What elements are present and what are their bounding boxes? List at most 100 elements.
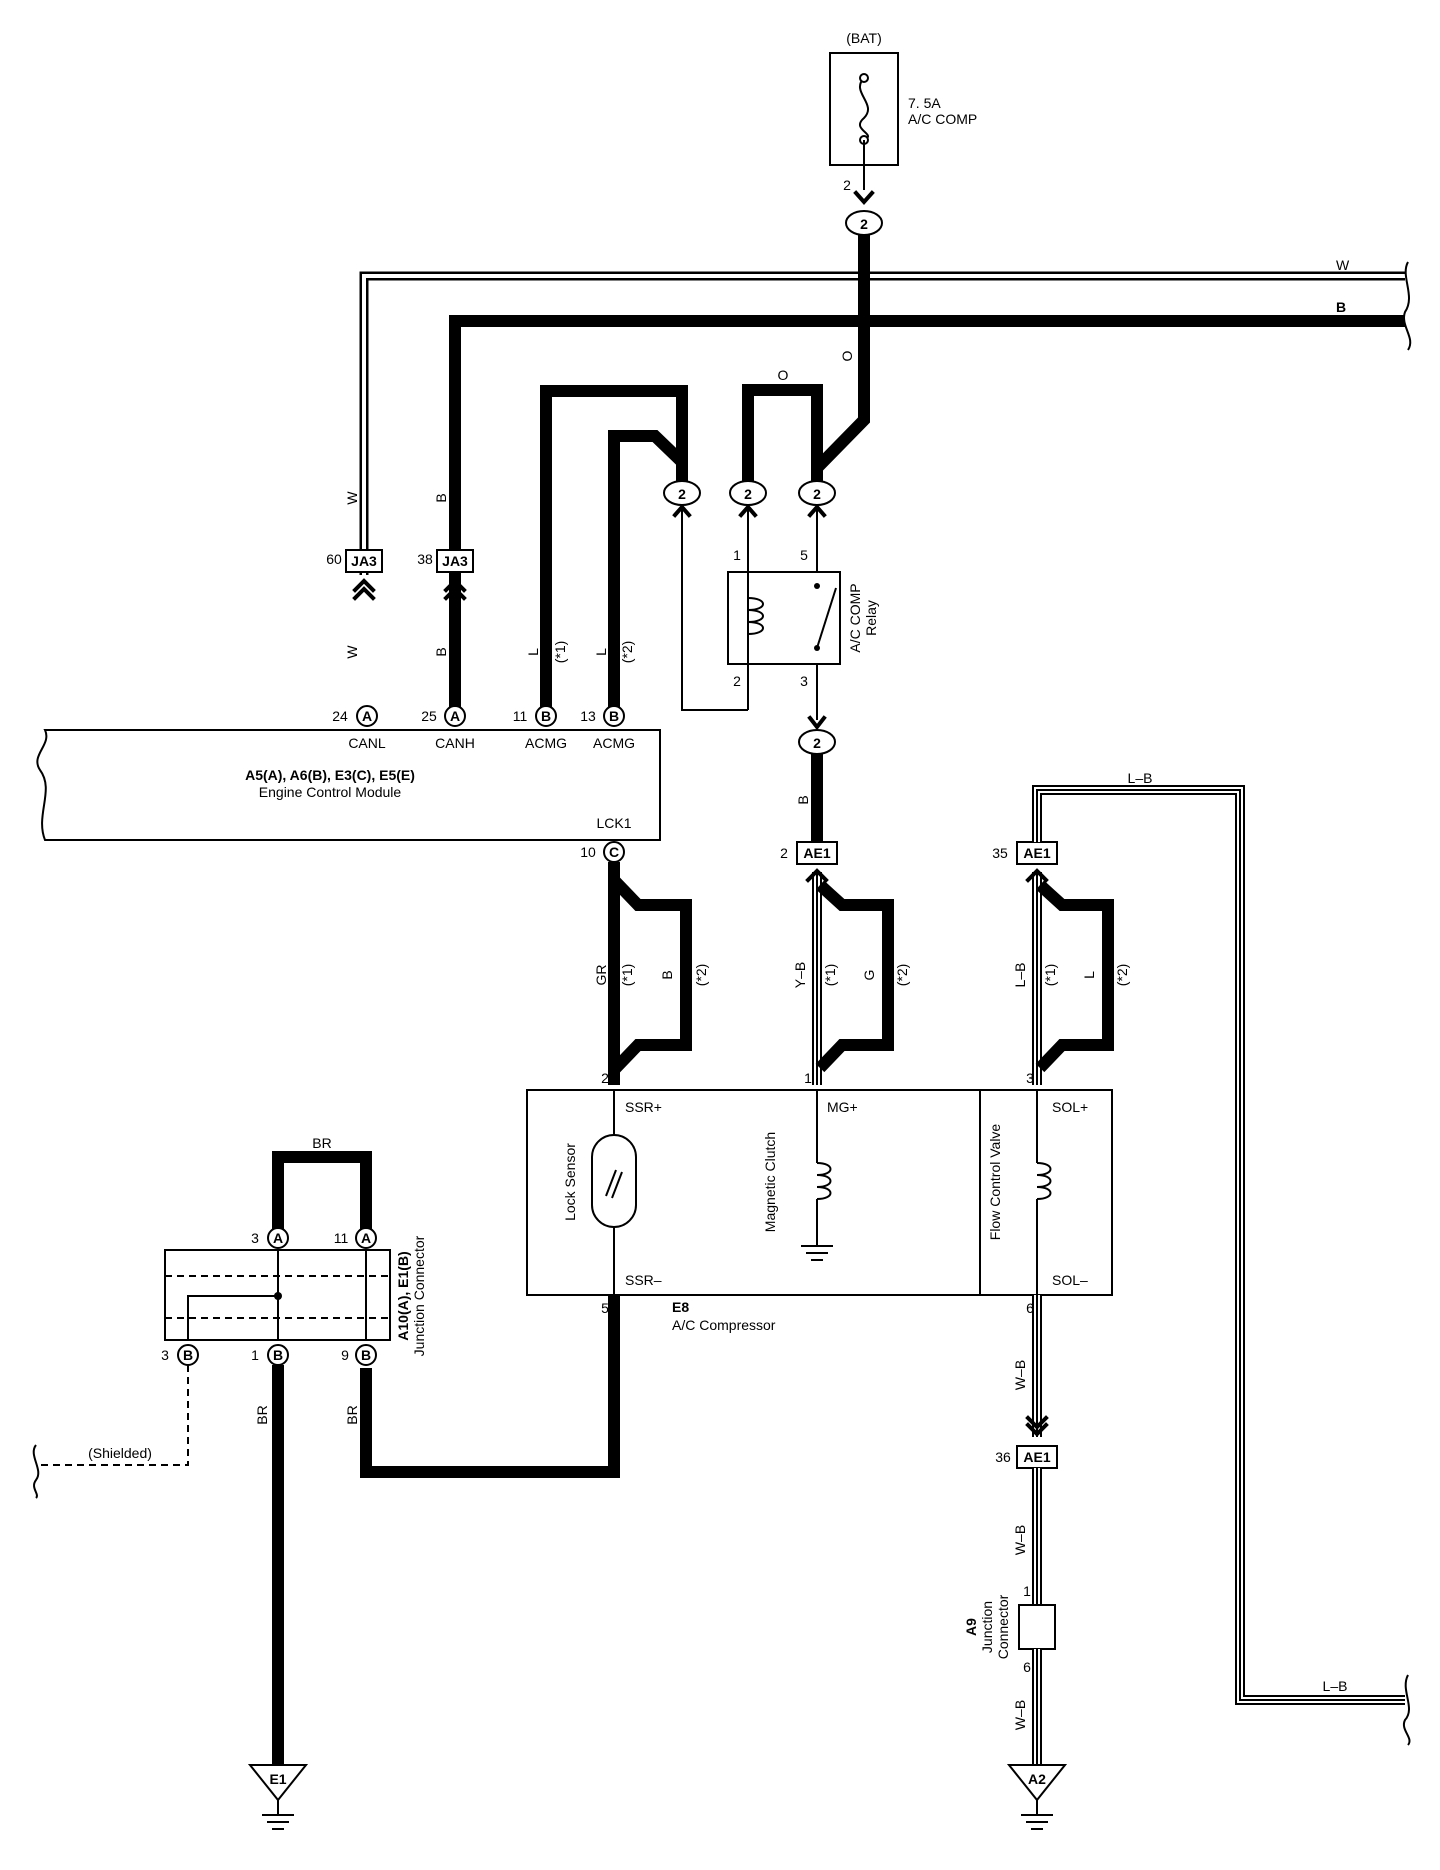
svg-text:AE1: AE1	[1023, 845, 1050, 861]
lb-wire-label-vertical: L–B	[1012, 963, 1028, 988]
page-break-icon-left	[32, 1444, 40, 1499]
up-arrow-icon	[805, 868, 829, 883]
ae1-connector-sol: 35 AE1	[992, 841, 1058, 865]
svg-text:36: 36	[995, 1449, 1011, 1465]
flow-valve-wires: L–B L–B L–B (*1) L (*2)	[1012, 770, 1411, 1746]
ground-icon	[1021, 1800, 1053, 1830]
page-break-icon-top	[1403, 261, 1412, 351]
a10-id: A10(A), E1(B)	[395, 1251, 411, 1340]
ecm-box	[36, 729, 661, 841]
lock-sensor-wires: GR (*1) B (*2)	[593, 862, 709, 1085]
ground-icon	[801, 1245, 833, 1261]
lock-sensor-label: Lock Sensor	[562, 1143, 578, 1221]
svg-text:CANL: CANL	[348, 735, 386, 751]
wb-wire-label-2: W–B	[1012, 1525, 1028, 1555]
svg-text:B: B	[183, 1347, 193, 1363]
down-arrow-icon	[807, 715, 827, 731]
w-wire-label: W	[1336, 257, 1350, 273]
a2-ground-label: A2	[1028, 1771, 1046, 1787]
br-wire-label-ssr: BR	[344, 1405, 360, 1424]
ac-comp-relay: 1 5 A/C COMP Relay 2 3	[681, 507, 879, 731]
up-arrow-icon	[443, 578, 467, 593]
w-wire-bus: W W W	[344, 257, 1405, 659]
svg-text:B: B	[273, 1347, 283, 1363]
svg-text:(*2): (*2)	[894, 964, 910, 987]
ground-icon	[262, 1800, 294, 1830]
br-wire-label-ground: BR	[254, 1405, 270, 1424]
l-wire-label-1: L	[525, 648, 541, 656]
svg-text:2: 2	[813, 486, 821, 502]
ecm-subtitle: Engine Control Module	[259, 784, 402, 800]
svg-text:B: B	[541, 708, 551, 724]
br-wire-label-top: BR	[312, 1135, 331, 1151]
svg-text:(*2): (*2)	[1114, 964, 1130, 987]
a10-junction-connector: BR A 3 A 11 A10(A), E1(B) Junction Conne…	[161, 1135, 427, 1366]
sol-minus-ground-wire: W–B 36 AE1 W–B 1 6 A9 Junction Connector…	[963, 1295, 1068, 1830]
svg-text:(*1): (*1)	[822, 964, 838, 987]
mg-plus-label: MG+	[827, 1099, 858, 1115]
svg-text:C: C	[609, 844, 619, 860]
o-wire-label-vertical: O	[839, 350, 855, 361]
e1-ground-label: E1	[269, 1771, 286, 1787]
svg-text:A: A	[362, 708, 372, 724]
compressor-name: A/C Compressor	[672, 1317, 776, 1333]
fuse-source-label: (BAT)	[846, 30, 882, 46]
lb-wire-label-bottom: L–B	[1323, 1678, 1348, 1694]
svg-text:5: 5	[800, 547, 808, 563]
svg-text:25: 25	[421, 708, 437, 724]
b-wire-label-relay: B	[795, 795, 811, 804]
l-wire-label-2: L	[593, 648, 609, 656]
svg-text:(*1): (*1)	[1042, 964, 1058, 987]
relay-box	[727, 571, 841, 665]
wb-wire-label-3: W–B	[1012, 1700, 1028, 1730]
junction-fuse-pin: 2	[860, 216, 868, 232]
ecm-terminal-acmg-11: B 11 ACMG	[513, 705, 567, 751]
shielded-wire: (Shielded)	[32, 1365, 189, 1499]
magnetic-clutch-label: Magnetic Clutch	[762, 1132, 778, 1232]
svg-text:JA3: JA3	[351, 553, 377, 569]
svg-text:9: 9	[341, 1347, 349, 1363]
gr-wire-label: GR	[593, 965, 609, 986]
up-arrow-icon	[1025, 868, 1049, 883]
svg-text:B: B	[361, 1347, 371, 1363]
b-wire-bus: B B B	[433, 299, 1405, 712]
o-wire-label-top: O	[778, 367, 789, 383]
svg-text:2: 2	[813, 735, 821, 751]
yb-wire-label: Y–B	[792, 962, 808, 988]
svg-text:ACMG: ACMG	[593, 735, 635, 751]
ac-compressor: 2 1 3 SSR+ MG+ SOL+ SSR– SOL– Lock Senso…	[526, 1070, 1113, 1333]
svg-text:60: 60	[326, 551, 342, 567]
ecm-title: A5(A), A6(B), E3(C), E5(E)	[245, 767, 415, 783]
svg-text:A: A	[273, 1230, 283, 1246]
svg-text:(*1): (*1)	[619, 964, 635, 987]
svg-text:13: 13	[580, 708, 596, 724]
svg-text:3: 3	[800, 673, 808, 689]
svg-text:3: 3	[161, 1347, 169, 1363]
a9-junction-box	[1018, 1604, 1056, 1650]
svg-text:3: 3	[251, 1230, 259, 1246]
a10-name: Junction Connector	[411, 1235, 427, 1356]
svg-text:1: 1	[251, 1347, 259, 1363]
b-wire-label-lower: B	[433, 647, 449, 656]
sol-minus-label: SOL–	[1052, 1272, 1088, 1288]
g-wire-label: G	[861, 970, 877, 981]
e1-ground-symbol	[247, 1764, 309, 1802]
svg-text:1: 1	[1023, 1583, 1031, 1599]
a2-ground-symbol	[1006, 1764, 1068, 1802]
svg-text:35: 35	[992, 845, 1008, 861]
ssr-plus-label: SSR+	[625, 1099, 662, 1115]
svg-text:2: 2	[678, 486, 686, 502]
svg-text:A: A	[361, 1230, 371, 1246]
relay-switch-icon	[816, 587, 837, 649]
svg-text:2: 2	[733, 673, 741, 689]
fuse-element-icon	[858, 77, 870, 141]
engine-control-module: A 24 CANL A 25 CANH B 11 ACMG B 13 ACMG …	[36, 705, 661, 863]
lb-wire-label-top: L–B	[1128, 770, 1153, 786]
a9-id: A9	[963, 1618, 979, 1636]
o-wire-fuse-to-relay: O O	[742, 235, 870, 490]
svg-text:11: 11	[513, 708, 528, 724]
ecm-terminal-canh: A 25 CANH	[421, 705, 475, 751]
svg-text:AE1: AE1	[1023, 1449, 1050, 1465]
shielded-label: (Shielded)	[88, 1445, 152, 1461]
